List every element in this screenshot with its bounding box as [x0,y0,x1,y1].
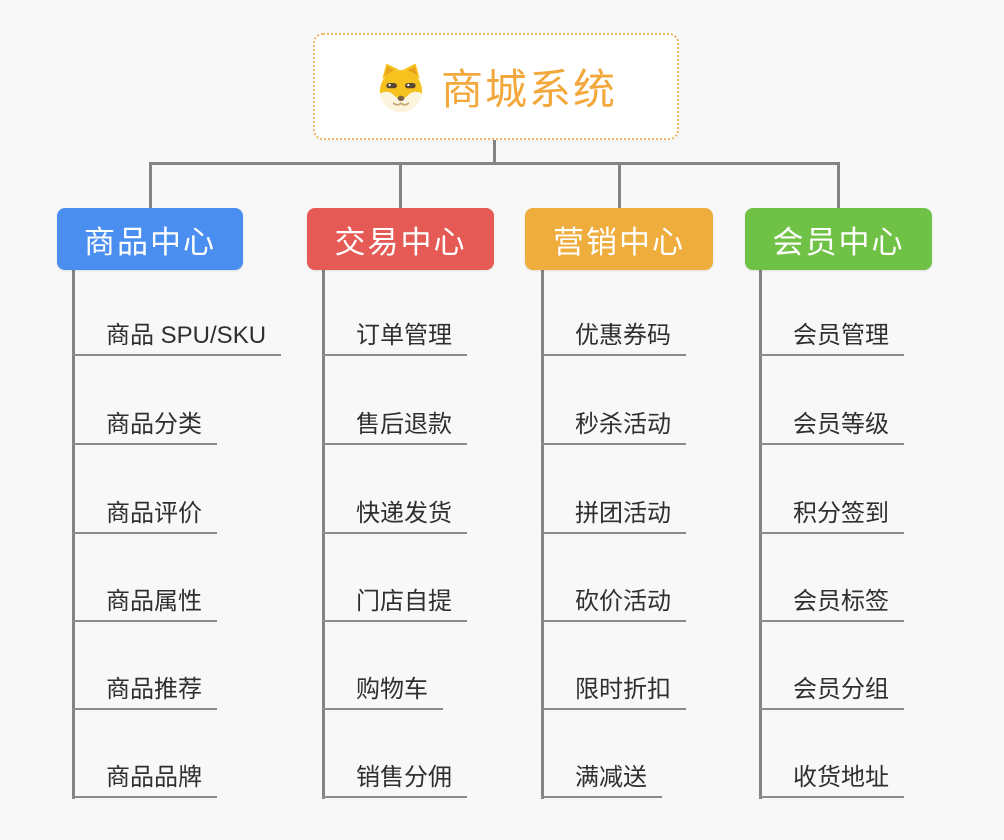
branch-node-label: 商品中心 [84,224,216,260]
leaf-node[interactable]: 快递发货 [322,498,467,534]
leaf-node[interactable]: 商品属性 [72,586,217,622]
connector-drop-trade [399,162,402,208]
leaf-node[interactable]: 订单管理 [322,320,467,356]
leaf-node[interactable]: 优惠券码 [541,320,686,356]
connector-branch-line-marketing [541,270,544,799]
leaf-node[interactable]: 收货地址 [759,762,904,798]
root-node-label: 商城系统 [440,66,617,113]
leaf-node[interactable]: 售后退款 [322,409,467,445]
connector-branch-line-member [759,270,762,799]
branch-node-member-center[interactable]: 会员中心 [745,208,932,270]
leaf-node[interactable]: 商品 SPU/SKU [72,320,282,356]
branch-node-marketing-center[interactable]: 营销中心 [525,208,713,270]
leaf-node[interactable]: 拼团活动 [541,498,686,534]
leaf-node[interactable]: 会员管理 [759,320,904,356]
connector-branch-line-product [72,270,75,799]
leaf-node[interactable]: 积分签到 [759,498,904,534]
connector-drop-marketing [618,162,621,208]
leaf-node[interactable]: 购物车 [322,674,443,710]
leaf-node[interactable]: 门店自提 [322,586,467,622]
leaf-node[interactable]: 限时折扣 [541,674,686,710]
branch-node-label: 会员中心 [772,224,905,260]
connector-drop-product [149,162,152,208]
leaf-node[interactable]: 砍价活动 [541,586,686,622]
leaf-node[interactable]: 满减送 [541,762,662,798]
leaf-node[interactable]: 会员分组 [759,674,904,710]
branch-node-label: 营销中心 [553,224,685,260]
connector-branch-line-trade [322,270,325,799]
leaf-node[interactable]: 商品推荐 [72,674,217,710]
leaf-node[interactable]: 会员等级 [759,409,904,445]
leaf-node[interactable]: 会员标签 [759,586,904,622]
leaf-node[interactable]: 商品分类 [72,409,217,445]
branch-node-label: 交易中心 [334,224,467,260]
leaf-node[interactable]: 商品评价 [72,498,217,534]
root-node[interactable]: 商城系统 [313,33,679,140]
shiba-dog-icon [375,61,427,113]
connector-root-stub [493,138,496,164]
leaf-node[interactable]: 商品品牌 [72,762,217,798]
leaf-node[interactable]: 秒杀活动 [541,409,686,445]
branch-node-product-center[interactable]: 商品中心 [57,208,243,270]
connector-bus [149,162,840,165]
leaf-node[interactable]: 销售分佣 [322,762,467,798]
connector-drop-member [837,162,840,208]
branch-node-trade-center[interactable]: 交易中心 [307,208,494,270]
